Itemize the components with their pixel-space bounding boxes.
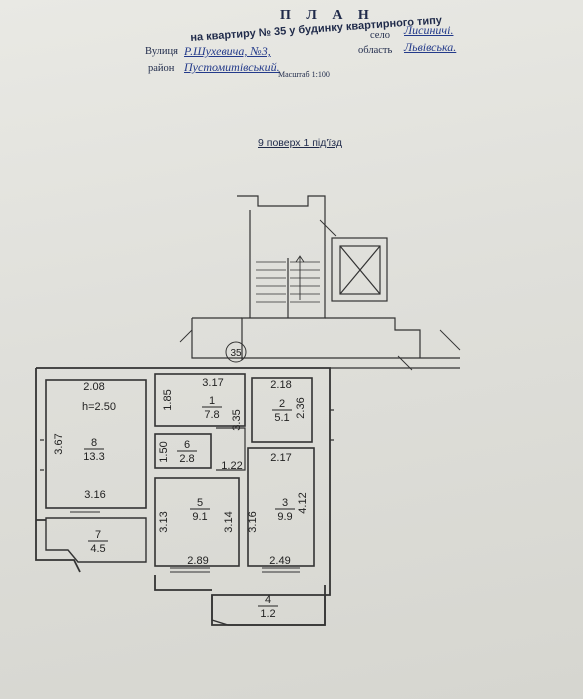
street-label: Вулиця xyxy=(145,46,178,57)
dim-room1-height: 1.85 xyxy=(162,389,174,410)
room-6-number: 6 xyxy=(184,439,190,451)
ceiling-height: h=2.50 xyxy=(82,401,116,413)
dim-room3-bottom: 2.49 xyxy=(269,555,290,567)
apartment-marker-circle xyxy=(225,341,247,363)
stair-steps xyxy=(256,261,320,303)
oblast-value: Львівська. xyxy=(404,40,457,54)
room-6-outline xyxy=(154,433,212,469)
dim-room8-width: 2.08 xyxy=(83,381,104,393)
corridor-walls xyxy=(191,317,460,359)
street-value: Р.Шухевича, №3, xyxy=(184,44,271,58)
window-room-8 xyxy=(70,507,100,513)
plan-title: П Л А Н xyxy=(280,8,375,23)
room-4-area: 1.2 xyxy=(260,608,275,620)
room-2-number: 2 xyxy=(279,398,285,410)
room-6-area: 2.8 xyxy=(179,453,194,465)
scale-note: Масштаб 1:100 xyxy=(278,70,330,79)
room-7-outline xyxy=(45,517,147,563)
dim-room2-width: 2.18 xyxy=(270,379,291,391)
dim-room1-width: 3.17 xyxy=(202,377,223,389)
window-room-5 xyxy=(170,567,210,573)
room-5-number: 5 xyxy=(197,497,203,509)
room-2-outline xyxy=(251,377,313,443)
dim-room5-bottom: 2.89 xyxy=(187,555,208,567)
dim-room5-left: 3.13 xyxy=(158,511,170,532)
room-1-number: 1 xyxy=(209,395,215,407)
room-1-outline xyxy=(154,373,246,427)
dim-hall-height: 3.35 xyxy=(231,409,243,430)
district-value: Пустомитівський. xyxy=(184,60,280,74)
dim-room6-height: 1.50 xyxy=(158,441,170,462)
village-label: село xyxy=(370,30,390,41)
room-3-area: 9.9 xyxy=(277,511,292,523)
room-8-number: 8 xyxy=(91,437,97,449)
dim-room5-right: 3.14 xyxy=(223,511,235,532)
room-3-number: 3 xyxy=(282,497,288,509)
room-2-area: 5.1 xyxy=(274,412,289,424)
dim-room8-height: 3.67 xyxy=(53,433,65,454)
elevator-cross xyxy=(339,245,381,295)
window-room-3 xyxy=(262,567,300,573)
dim-room2-height: 2.36 xyxy=(295,397,307,418)
dim-room3-height: 4.12 xyxy=(297,492,309,513)
room-3-outline xyxy=(247,447,315,567)
district-label: район xyxy=(148,63,175,74)
elevator-shaft xyxy=(331,237,388,302)
dim-room8-bottom: 3.16 xyxy=(84,489,105,501)
floor-info: 9 поверх 1 під'їзд xyxy=(258,137,343,149)
stairwell-walls xyxy=(237,195,326,360)
dim-hall-width: 1.22 xyxy=(221,460,242,472)
room-5-outline xyxy=(154,477,240,567)
room-8-area: 13.3 xyxy=(83,451,104,463)
stair-arrow xyxy=(295,255,305,300)
apartment-marker: 35 xyxy=(230,348,242,359)
room-7-number: 7 xyxy=(95,529,101,541)
room-4-number: 4 xyxy=(265,594,271,606)
room-7-area: 4.5 xyxy=(90,543,105,555)
oblast-label: область xyxy=(358,45,393,56)
dim-room3-width: 2.17 xyxy=(270,452,291,464)
village-value: Лисиничі. xyxy=(404,23,454,37)
room-4-outline xyxy=(211,595,326,626)
dim-room3-left: 3.16 xyxy=(247,511,259,532)
room-5-area: 9.1 xyxy=(192,511,207,523)
room-1-area: 7.8 xyxy=(204,409,219,421)
